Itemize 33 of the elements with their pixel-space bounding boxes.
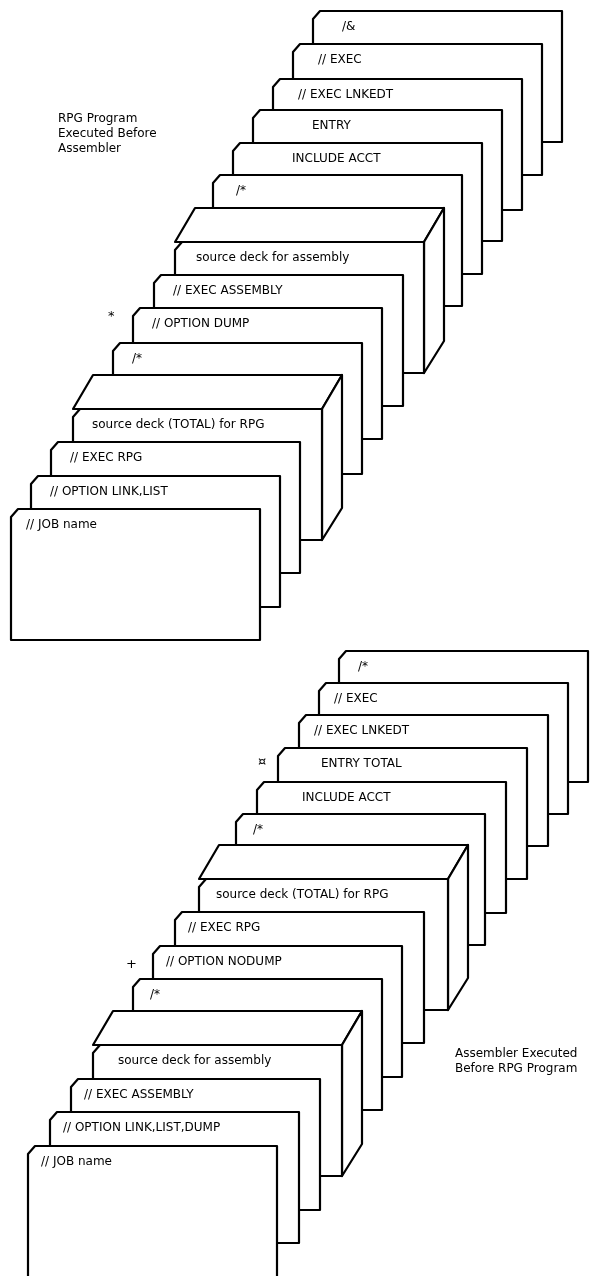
card-text: // EXEC RPG: [70, 450, 143, 464]
footnote-mark: *: [108, 309, 115, 323]
card-text: /&: [342, 19, 356, 33]
card-text: // EXEC LNKEDT: [298, 87, 394, 101]
card-text: INCLUDE ACCT: [302, 790, 391, 804]
card-text: source deck for assembly: [196, 250, 350, 264]
card-text: INCLUDE ACCT: [292, 151, 381, 165]
deck-caption: RPG Program Executed Before Assembler: [58, 111, 158, 156]
card-text: source deck for assembly: [118, 1053, 272, 1067]
card-text: // OPTION DUMP: [152, 316, 250, 330]
deck-caption: Assembler Executed Before RPG Program: [455, 1046, 579, 1076]
card-text: /*: [253, 822, 264, 836]
card-text: source deck (TOTAL) for RPG: [92, 417, 265, 431]
card-text: /*: [150, 987, 161, 1001]
card-text: // EXEC RPG: [188, 920, 261, 934]
card-text: // EXEC: [318, 52, 362, 66]
card-text: // EXEC ASSEMBLY: [84, 1087, 194, 1101]
footnote-mark: ¤: [258, 754, 267, 768]
card-text: // EXEC ASSEMBLY: [173, 283, 283, 297]
card-text: /*: [358, 659, 369, 673]
card-text: // OPTION LINK,LIST,DUMP: [63, 1120, 221, 1134]
card-text: // OPTION NODUMP: [166, 954, 282, 968]
card-text: // EXEC LNKEDT: [314, 723, 410, 737]
card-text: ENTRY TOTAL: [321, 756, 402, 770]
card-text: // EXEC: [334, 691, 378, 705]
card-text: /*: [236, 183, 247, 197]
card-text: // JOB name: [41, 1154, 112, 1168]
card-text: // OPTION LINK,LIST: [50, 484, 168, 498]
card-text: source deck (TOTAL) for RPG: [216, 887, 389, 901]
card-text: // JOB name: [26, 517, 97, 531]
footnote-mark: +: [126, 957, 137, 971]
card-text: /*: [132, 351, 143, 365]
card-text: ENTRY: [312, 118, 351, 132]
